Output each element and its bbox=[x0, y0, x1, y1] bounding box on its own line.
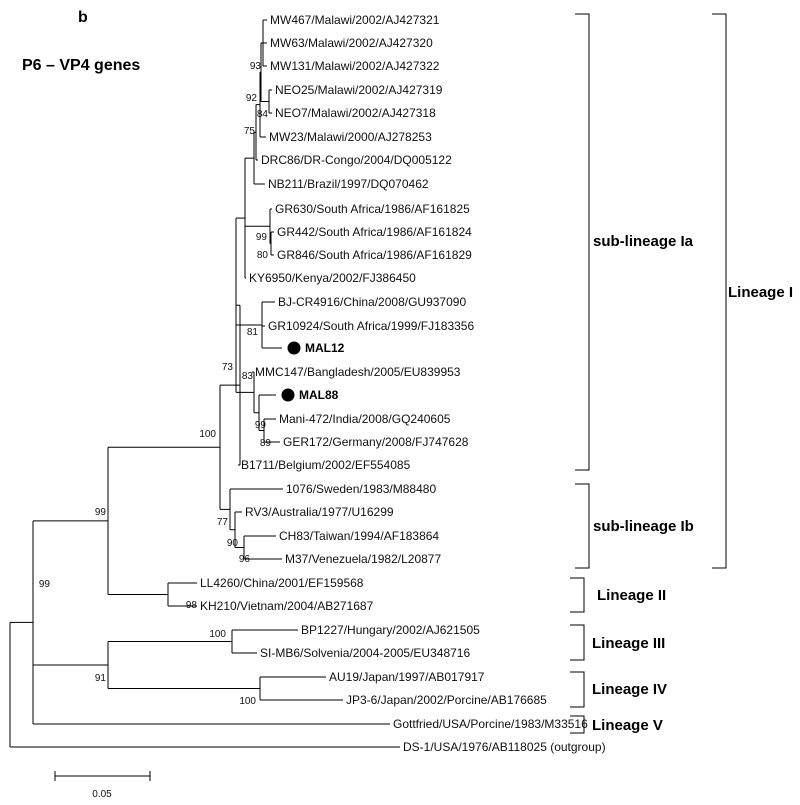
bootstrap-mw23-node: 75 bbox=[244, 126, 256, 137]
tree-branches bbox=[9, 19, 400, 748]
bootstrap-ib-node: 77 bbox=[217, 517, 229, 528]
sub-lineage-ib-label: sub-lineage Ib bbox=[593, 518, 694, 535]
taxon-label-rv3: RV3/Australia/1977/U16299 bbox=[245, 505, 394, 519]
bootstrap-lineage-ii-node: 98 bbox=[186, 600, 198, 611]
taxon-label-kh210: KH210/Vietnam/2004/AB271687 bbox=[200, 599, 374, 613]
sub-lineage-ib-bracket bbox=[575, 483, 590, 569]
taxon-label-mw467: MW467/Malawi/2002/AJ427321 bbox=[270, 13, 440, 27]
taxon-label-gr630: GR630/South Africa/1986/AF161825 bbox=[275, 202, 470, 216]
lineage-i-label: Lineage I bbox=[728, 284, 793, 301]
bootstrap-ch83-node: 96 bbox=[239, 554, 251, 565]
taxon-label-ger172: GER172/Germany/2008/FJ747628 bbox=[283, 435, 469, 449]
bootstrap-root-node: 99 bbox=[39, 579, 51, 590]
bootstrap-lineage-i-ii-node: 100 bbox=[199, 429, 216, 440]
bootstrap-lineage-i-node: 73 bbox=[222, 362, 234, 373]
lineage-v-label: Lineage V bbox=[592, 717, 663, 734]
taxon-label-au19: AU19/Japan/1997/AB017917 bbox=[329, 670, 485, 684]
taxon-label-m37: M37/Venezuela/1982/L20877 bbox=[285, 552, 441, 566]
taxon-label-s1076: 1076/Sweden/1983/M88480 bbox=[286, 482, 436, 496]
taxon-label-mmc147: MMC147/Bangladesh/2005/EU839953 bbox=[255, 365, 461, 379]
lineage-ii-label: Lineage II bbox=[597, 587, 666, 604]
taxon-label-ch83: CH83/Taiwan/1994/AF183864 bbox=[279, 529, 439, 543]
panel-label: b bbox=[78, 9, 88, 26]
figure-title: P6 – VP4 genes bbox=[22, 57, 140, 74]
bootstrap-mw131-node: 93 bbox=[250, 61, 262, 72]
bootstrap-lineage-iii-node: 100 bbox=[209, 629, 226, 640]
bootstrap-ger-node: 89 bbox=[260, 438, 272, 449]
lineage-i-bracket bbox=[712, 13, 727, 569]
sub-lineage-ia-bracket bbox=[575, 13, 590, 471]
taxon-label-ll4260: LL4260/China/2001/EF159568 bbox=[200, 576, 364, 590]
taxon-label-bjcr4916: BJ-CR4916/China/2008/GU937090 bbox=[278, 295, 466, 309]
taxon-label-ky6950: KY6950/Kenya/2002/FJ386450 bbox=[249, 271, 416, 285]
scale-bar: 0.05 bbox=[54, 771, 151, 800]
taxon-label-mani472: Mani-472/India/2008/GQ240605 bbox=[279, 412, 451, 426]
sub-lineage-ia-label: sub-lineage Ia bbox=[593, 233, 694, 250]
highlight-marker-mal88 bbox=[281, 388, 295, 402]
taxon-label-gr442: GR442/South Africa/1986/AF161824 bbox=[277, 225, 472, 239]
taxon-label-mw63: MW63/Malawi/2002/AJ427320 bbox=[270, 36, 433, 50]
taxon-label-neo7: NEO7/Malawi/2002/AJ427318 bbox=[275, 106, 436, 120]
lineage-ii-bracket bbox=[570, 577, 585, 613]
bootstrap-gr-node: 99 bbox=[256, 232, 268, 243]
taxon-label-jp36: JP3-6/Japan/2002/Porcine/AB176685 bbox=[346, 693, 547, 707]
taxon-label-gottfried: Gottfried/USA/Porcine/1983/M33516 bbox=[393, 717, 588, 731]
bootstrap-mmc-node: 83 bbox=[242, 371, 254, 382]
taxon-label-nb211: NB211/Brazil/1997/DQ070462 bbox=[268, 177, 429, 191]
bootstrap-rv3-node: 90 bbox=[227, 538, 239, 549]
lineage-iv-label: Lineage IV bbox=[592, 681, 667, 698]
scale-bar-label: 0.05 bbox=[92, 789, 112, 800]
taxon-labels: MW467/Malawi/2002/AJ427321MW63/Malawi/20… bbox=[200, 13, 606, 754]
bootstrap-neo-node: 84 bbox=[257, 109, 269, 120]
bootstrap-mani-node: 99 bbox=[255, 420, 267, 431]
taxon-label-drc86: DRC86/DR-Congo/2004/DQ005122 bbox=[261, 153, 452, 167]
lineage-v-bracket bbox=[570, 715, 585, 734]
clade-brackets: sub-lineage Ia sub-lineage Ib Lineage I … bbox=[570, 13, 793, 734]
taxon-label-simb6: SI-MB6/Solvenia/2004-2005/EU348716 bbox=[260, 646, 470, 660]
bootstrap-gr846-node: 80 bbox=[257, 250, 269, 261]
taxon-label-ds1: DS-1/USA/1976/AB118025 (outgroup) bbox=[403, 740, 606, 754]
lineage-iv-bracket bbox=[570, 671, 585, 708]
taxon-label-gr10924: GR10924/South Africa/1999/FJ183356 bbox=[268, 319, 474, 333]
taxon-label-bp1227: BP1227/Hungary/2002/AJ621505 bbox=[301, 623, 480, 637]
bootstrap-gr10924-node: 81 bbox=[247, 327, 259, 338]
lineage-iii-bracket bbox=[570, 624, 585, 661]
taxon-label-gr846: GR846/South Africa/1986/AF161829 bbox=[277, 248, 472, 262]
taxon-label-mw131: MW131/Malawi/2002/AJ427322 bbox=[270, 59, 440, 73]
taxon-label-neo25: NEO25/Malawi/2002/AJ427319 bbox=[275, 83, 443, 97]
bootstrap-lineage-i-ii-iii-node: 99 bbox=[95, 507, 107, 518]
bootstrap-lineage-iii-iv-node: 91 bbox=[95, 673, 107, 684]
taxon-label-mal12: MAL12 bbox=[305, 341, 345, 355]
bootstrap-malawi-node: 92 bbox=[246, 93, 258, 104]
lineage-iii-label: Lineage III bbox=[592, 635, 665, 652]
taxon-label-mal88: MAL88 bbox=[299, 388, 339, 402]
taxon-label-b1711: B1711/Belgium/2002/EF554085 bbox=[241, 458, 411, 472]
taxon-label-mw23: MW23/Malawi/2000/AJ278253 bbox=[269, 130, 432, 144]
bootstrap-lineage-iv-node: 100 bbox=[239, 696, 256, 707]
highlight-marker-mal12 bbox=[287, 341, 301, 355]
